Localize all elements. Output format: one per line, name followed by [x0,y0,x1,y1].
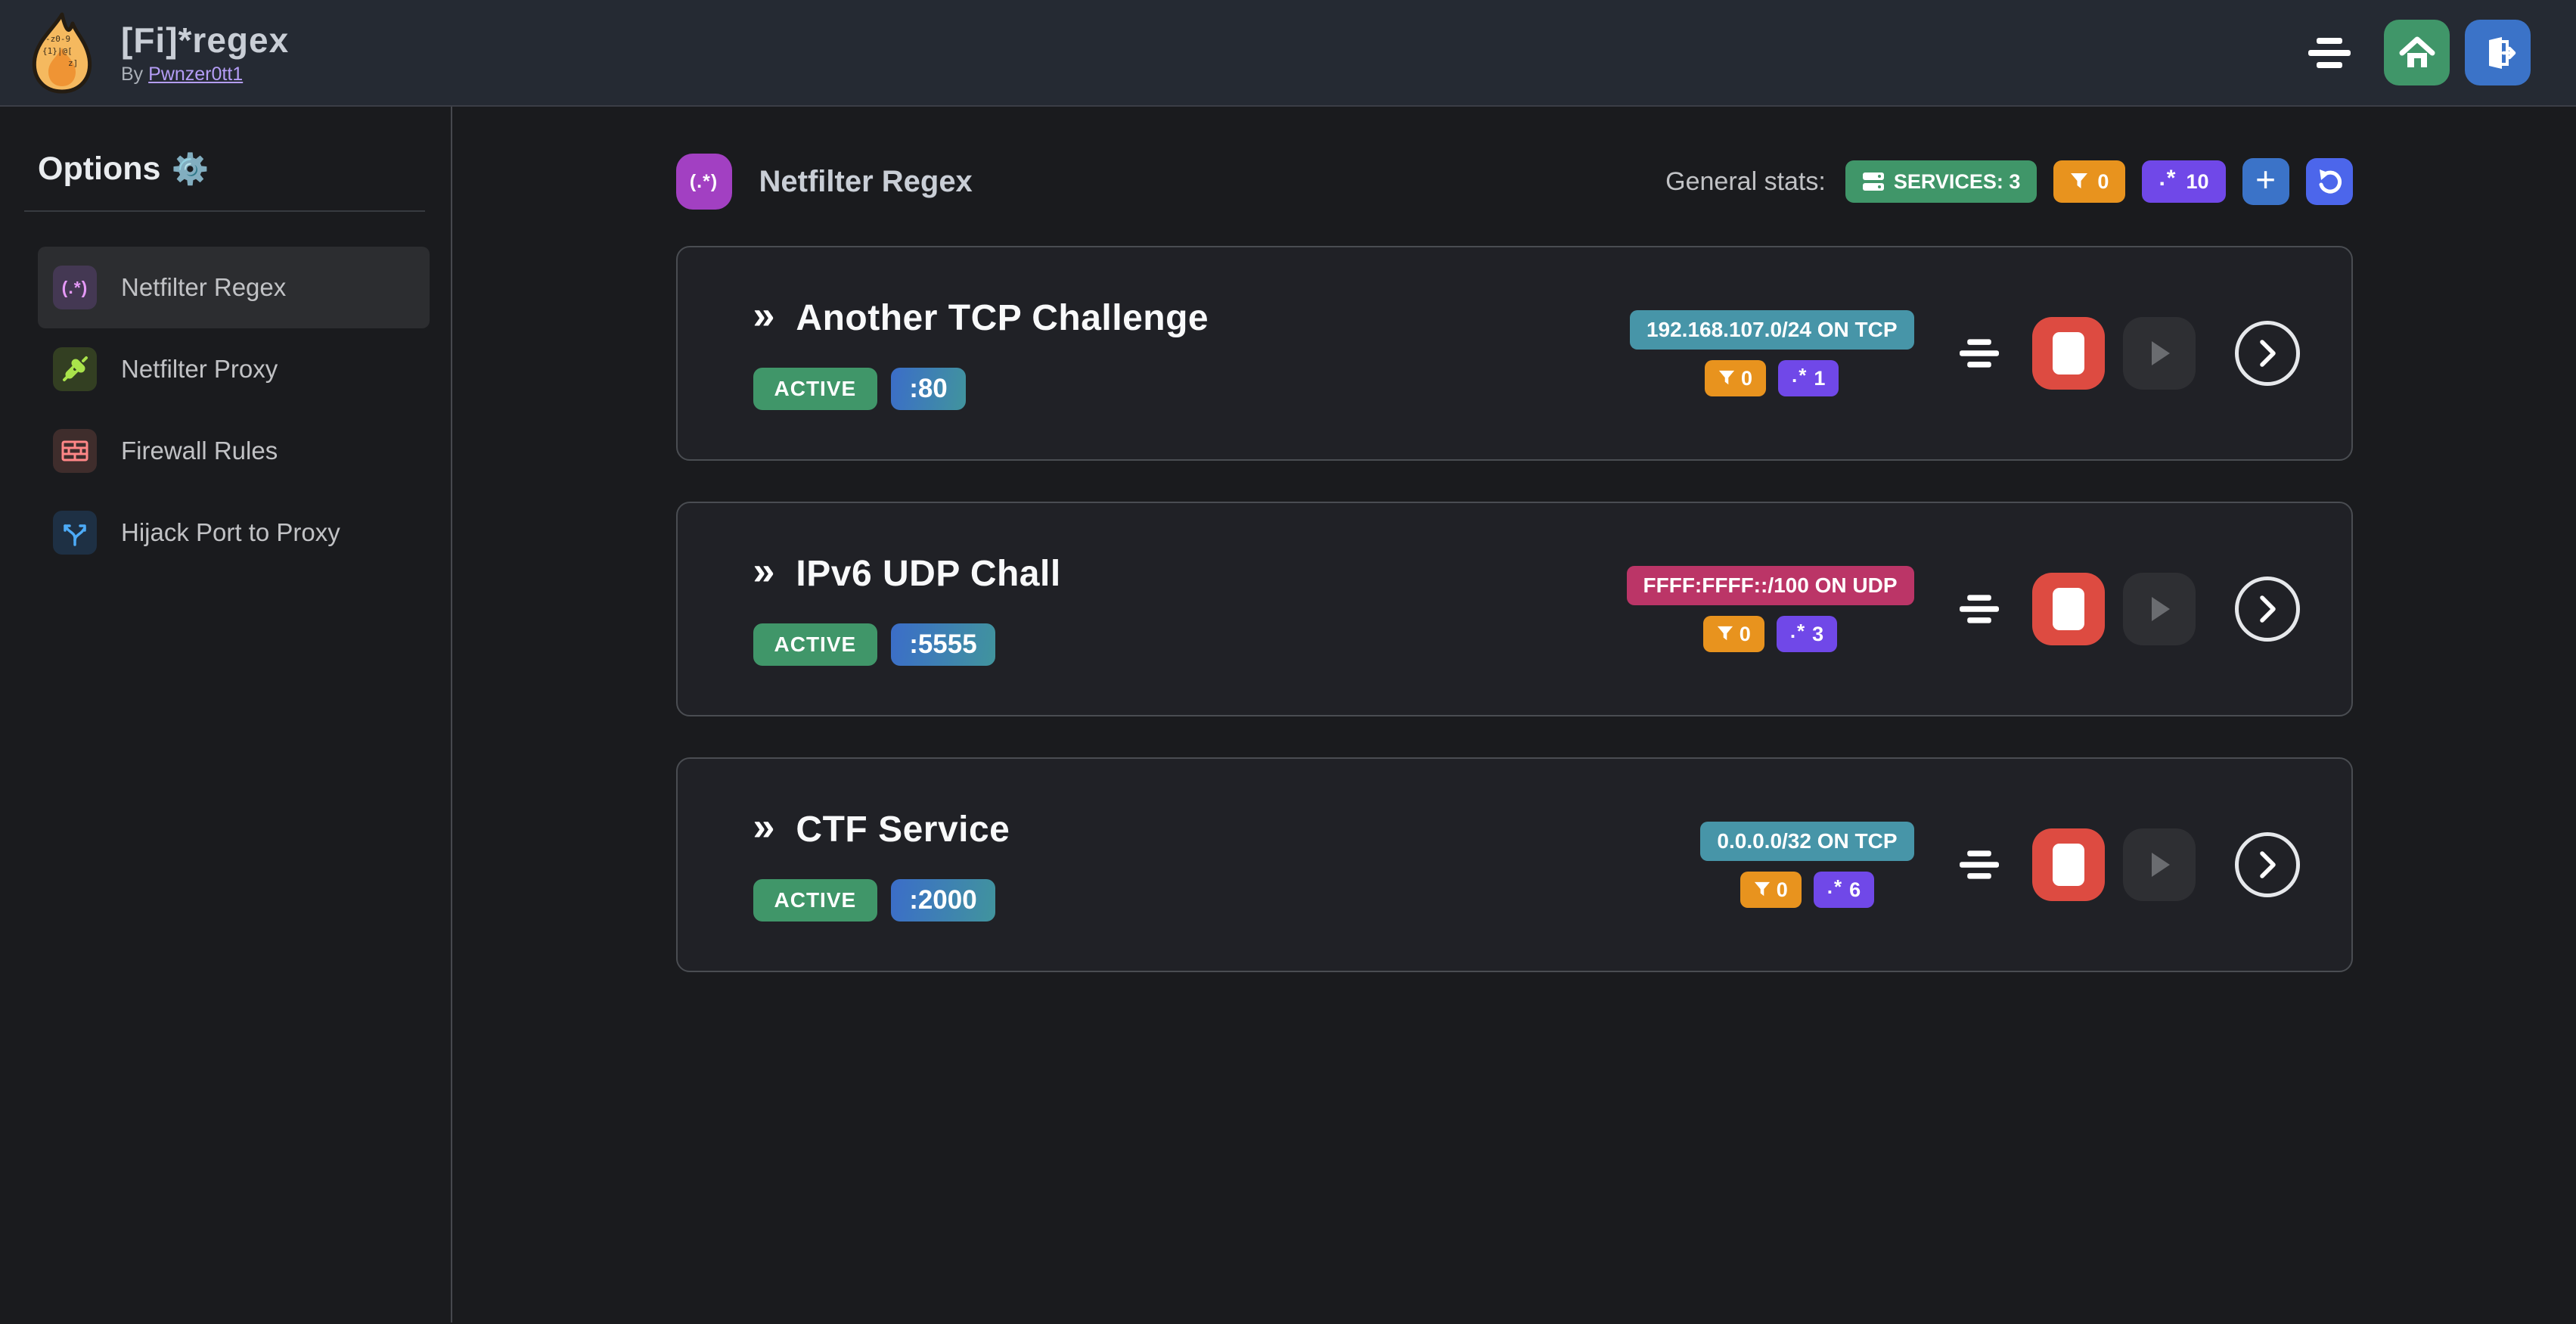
add-service-button[interactable]: + [2242,158,2289,205]
service-detail-button[interactable] [2234,832,2300,897]
logout-button[interactable] [2465,20,2531,85]
port-badge: :80 [891,367,966,410]
chevron-right-icon [2259,595,2276,623]
menu-icon [1959,595,1999,623]
page-regex-icon: (.*) [675,154,732,210]
play-icon [2151,853,2170,877]
top-navbar: -z0-9 {1}|@[ z] [Fi]*regex By Pwnzer0tt1 [0,0,2576,107]
brick-wall-icon [53,429,97,473]
stop-button[interactable] [2031,317,2105,390]
sidebar-item-netfilter-proxy[interactable]: Netfilter Proxy [38,328,430,410]
double-chevron-icon: » [753,294,775,337]
home-icon [2399,36,2435,67]
service-detail-button[interactable] [2234,321,2300,386]
filter-icon [1754,881,1770,897]
page-title: Netfilter Regex [759,164,973,198]
service-menu-button[interactable] [1959,337,1999,369]
service-menu-button[interactable] [1959,849,1999,881]
double-chevron-icon: » [753,549,775,593]
status-badge: ACTIVE [753,367,878,410]
play-icon [2151,341,2170,365]
play-button[interactable] [2122,573,2196,645]
server-icon [1862,172,1884,191]
service-title: IPv6 UDP Chall [796,553,1061,594]
status-badge: ACTIVE [753,623,878,666]
stop-icon [2052,332,2084,375]
endpoint-badge: 192.168.107.0/24 ON TCP [1629,310,1914,350]
service-title: Another TCP Challenge [796,297,1209,338]
svg-text:z]: z] [68,58,78,68]
menu-icon [1959,339,1999,368]
byline: By Pwnzer0tt1 [121,64,244,85]
endpoint-badge: FFFF:FFFF::/100 ON UDP [1626,566,1914,605]
service-card: » Another TCP Challenge ACTIVE :80 192.1… [675,246,2353,461]
general-stats: General stats: SERVICES: 3 [1665,158,2353,205]
plug-icon [53,347,97,391]
service-menu-button[interactable] [1959,593,1999,625]
refresh-icon [2319,169,2342,194]
regex-dotstar-icon: .* [1789,619,1807,642]
split-arrows-icon [53,511,97,555]
filter-count-badge: 0 [1702,616,1764,652]
service-card: » IPv6 UDP Chall ACTIVE :5555 FFFF:FFFF:… [675,502,2353,716]
regex-count-badge: .* 6 [1813,872,1875,908]
sidebar: Options ⚙️ (.*) Netfilter Regex [0,107,452,1322]
author-link[interactable]: Pwnzer0tt1 [148,64,244,85]
sidebar-item-label: Netfilter Regex [121,273,287,301]
stats-label: General stats: [1665,166,1826,196]
service-detail-button[interactable] [2234,577,2300,642]
regex-count-badge: .* 1 [1778,360,1839,396]
chevron-right-icon [2259,340,2276,367]
play-button[interactable] [2122,317,2196,390]
svg-text:-z0-9: -z0-9 [45,34,70,44]
options-heading: Options ⚙️ [38,151,209,187]
play-icon [2151,597,2170,621]
svg-text:{1}|@[: {1}|@[ [42,46,73,56]
filter-icon [1717,626,1733,641]
sidebar-item-firewall-rules[interactable]: Firewall Rules [38,410,430,492]
app-title: [Fi]*regex [121,20,290,60]
filter-count-badge: 0 [1705,360,1767,396]
filter-icon [2071,173,2088,188]
firegex-flame-logo: -z0-9 {1}|@[ z] [32,12,92,93]
regex-count-badge: .* 3 [1776,616,1838,652]
sidebar-item-netfilter-regex[interactable]: (.*) Netfilter Regex [38,247,430,328]
sidebar-item-label: Firewall Rules [121,437,278,465]
filter-count-badge: 0 [1740,872,1802,908]
sidebar-item-hijack-port[interactable]: Hijack Port to Proxy [38,492,430,573]
divider [24,210,425,212]
stop-icon [2052,588,2084,630]
sidebar-item-label: Hijack Port to Proxy [121,518,340,546]
menu-icon [1959,850,1999,879]
home-button[interactable] [2384,20,2450,85]
play-button[interactable] [2122,828,2196,901]
regex-dotstar-icon: .* [1826,875,1844,898]
services-count-badge: SERVICES: 3 [1845,160,2038,203]
port-badge: :5555 [891,623,995,666]
filter-icon [1718,370,1735,385]
status-badge: ACTIVE [753,878,878,922]
filters-total-badge: 0 [2053,160,2126,203]
double-chevron-icon: » [753,805,775,849]
regex-icon: (.*) [53,266,97,309]
menu-icon[interactable] [2308,36,2351,70]
service-title: CTF Service [796,809,1010,850]
stop-button[interactable] [2031,573,2105,645]
chevron-right-icon [2259,851,2276,878]
stop-icon [2052,844,2084,886]
logout-icon [2488,36,2515,69]
main-content: (.*) Netfilter Regex General stats: SERV… [452,107,2576,1322]
sidebar-item-label: Netfilter Proxy [121,355,278,383]
regex-dotstar-icon: .* [2159,166,2177,191]
regex-total-badge: .* 10 [2142,160,2226,203]
stop-button[interactable] [2031,828,2105,901]
endpoint-badge: 0.0.0.0/32 ON TCP [1700,822,1914,861]
gear-icon: ⚙️ [171,153,209,186]
refresh-button[interactable] [2305,158,2353,205]
service-card: » CTF Service ACTIVE :2000 0.0.0.0/32 ON… [675,757,2353,972]
regex-dotstar-icon: .* [1792,363,1808,387]
port-badge: :2000 [891,878,995,922]
